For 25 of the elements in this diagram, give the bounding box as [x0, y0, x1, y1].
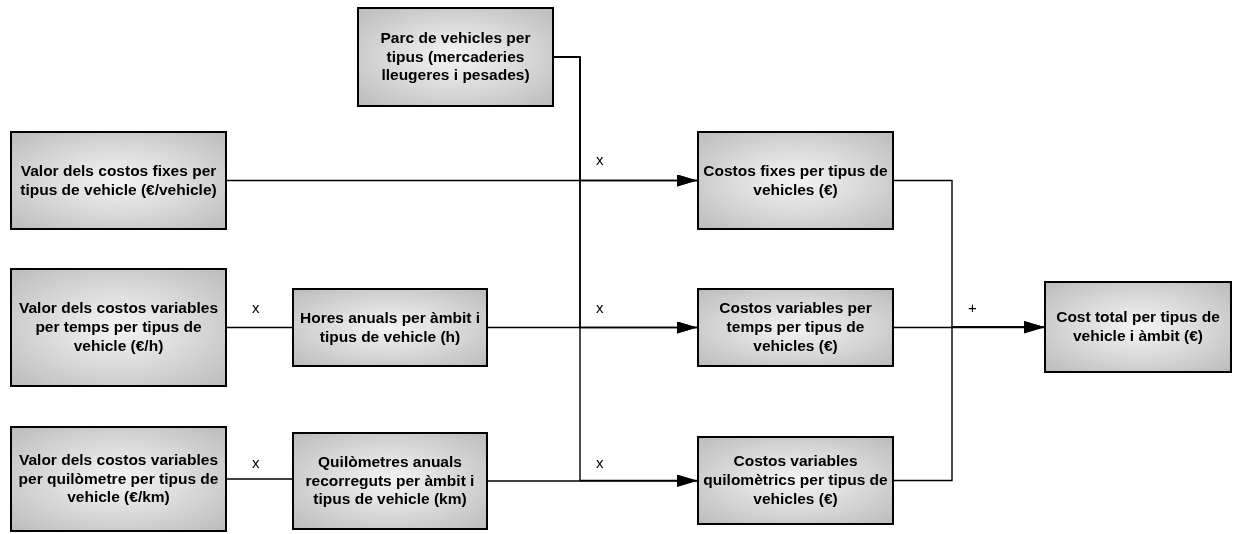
process-box: [1044, 281, 1232, 373]
process-box: [10, 426, 227, 532]
process-box: [697, 436, 894, 525]
process-box: [697, 288, 894, 367]
process-box: [292, 288, 488, 367]
box-label: Cost total per tipus de vehicle i àmbit (€): [1055, 308, 1221, 346]
box-label: Quilòmetres anuals recorreguts per àmbit i tipus de vehicle (km): [304, 452, 476, 510]
process-box: [292, 432, 488, 530]
connector-line: [226, 326, 293, 329]
box-label: Valor dels costos fixes per tipus de vehicle (€/vehicle): [19, 161, 218, 200]
process-box: [697, 131, 894, 230]
box-label: Valor dels costos variables per temps per tipus de vehicle (€/h): [18, 299, 219, 356]
box-label: Costos variables quilomètrics per tipus de vehicles (€): [702, 452, 889, 509]
arrow: [487, 321, 698, 334]
arrow: [487, 475, 698, 487]
process-box: [10, 268, 227, 387]
process-box: [10, 131, 227, 230]
box-label: Costos variables per temps per tipus de vehicles (€): [718, 299, 873, 356]
box-label: Hores anuals per àmbit i tipus de vehicle (h): [299, 308, 481, 347]
arrow: [893, 321, 1045, 482]
box-label: Costos fixes per tipus de vehicles (€): [702, 161, 889, 200]
process-box: [357, 7, 554, 107]
box-label: Valor dels costos variables per quilòmetre per tipus de vehicle (€/km): [17, 450, 220, 508]
connector-line: [226, 478, 293, 480]
box-label: Parc de vehicles per tipus (mercaderies lleugeres i pesades): [379, 28, 532, 86]
